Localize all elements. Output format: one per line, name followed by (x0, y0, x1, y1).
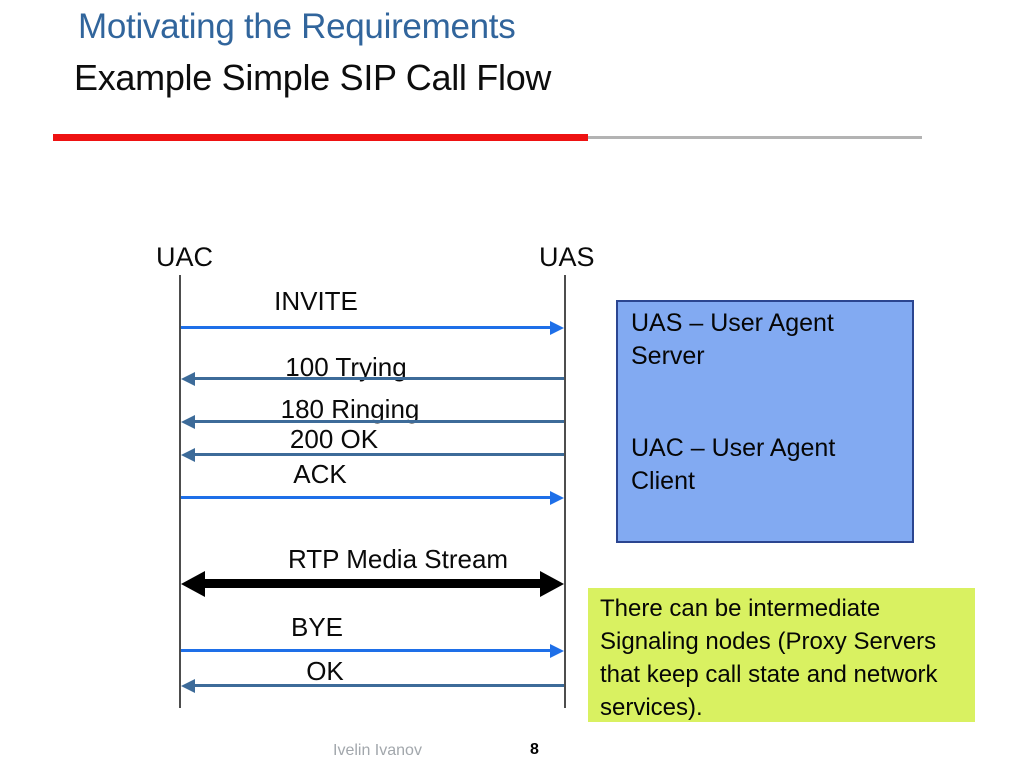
actor-label-uac: UAC (156, 242, 214, 272)
title-underline-gray (588, 136, 922, 139)
slide-title: Motivating the Requirements (78, 7, 516, 46)
message-arrow-180-ringing (195, 420, 564, 423)
lifeline-uac (179, 275, 181, 708)
slide-subtitle: Example Simple SIP Call Flow (74, 57, 552, 98)
message-label-invite: INVITE (274, 286, 358, 316)
actor-label-uas: UAS (539, 242, 595, 272)
message-arrow-ack (181, 496, 550, 499)
definition-uas: UAS – User Agent Server (631, 309, 834, 370)
message-arrow-invite (181, 326, 550, 329)
message-arrow-ok (195, 684, 564, 687)
footer-author: Ivelin Ivanov (333, 742, 422, 759)
message-label-200-ok: 200 OK (289, 424, 379, 454)
message-arrow-100-trying (195, 377, 564, 380)
message-label-ok: OK (306, 656, 344, 686)
definitions-box: UAS – User Agent Server UAC – User Agent… (616, 300, 914, 543)
definition-uac: UAC – User Agent Client (631, 434, 836, 495)
message-arrow-bye (181, 649, 550, 652)
lifeline-uas (564, 275, 566, 708)
message-label-ack: ACK (293, 459, 347, 489)
message-arrow-200-ok (195, 453, 564, 456)
page-number: 8 (530, 741, 539, 758)
message-arrow-rtp-media-stream (205, 579, 540, 588)
message-label-180-ringing: 180 Ringing (280, 394, 420, 424)
message-label-rtp-media-stream: RTP Media Stream (287, 544, 509, 574)
note-text: There can be intermediate Signaling node… (600, 595, 938, 721)
note-box: There can be intermediate Signaling node… (588, 588, 975, 722)
message-label-bye: BYE (290, 612, 344, 642)
title-underline-red (53, 134, 588, 141)
